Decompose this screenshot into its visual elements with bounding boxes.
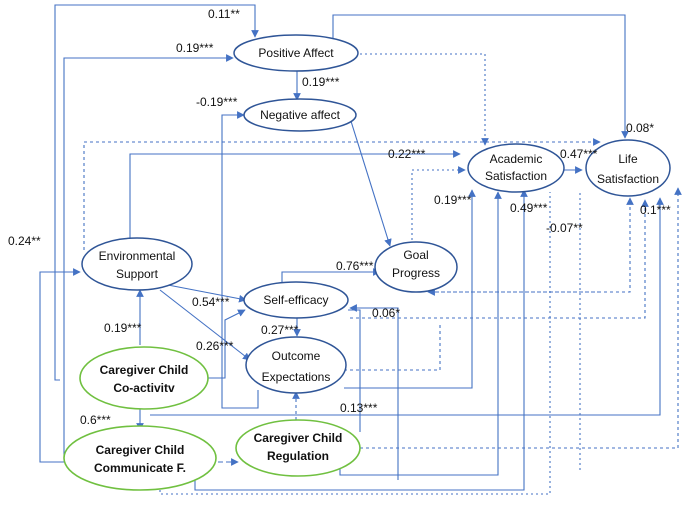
coef-label: 0.24** xyxy=(8,234,41,248)
caregiver-regulation-line1: Caregiver Child xyxy=(254,431,343,445)
coef-label: 0.26*** xyxy=(196,339,234,353)
coef-label: -0.19*** xyxy=(196,95,238,109)
path-selfefficacy-regulation xyxy=(348,309,361,432)
path-environment-academic xyxy=(129,150,461,240)
life-satisfaction-line2: Satisfaction xyxy=(597,172,659,186)
path-communicate-academic xyxy=(194,189,528,491)
paths xyxy=(39,4,682,495)
path-goal-academic xyxy=(411,166,466,245)
environmental-support-line1: Environmental xyxy=(99,249,176,263)
caregiver-coactivity-line2: Co-activitv xyxy=(113,381,175,395)
caregiver-communicate-line1: Caregiver Child xyxy=(96,443,185,457)
caregiver-regulation-line2: Regulation xyxy=(267,449,329,463)
path-environment-outcome xyxy=(159,289,251,361)
positive-affect-label: Positive Affect xyxy=(258,46,334,60)
path-negative-goal xyxy=(349,117,392,247)
academic-satisfaction-line2: Satisfaction xyxy=(485,169,547,183)
coef-label: 0.19*** xyxy=(434,193,472,207)
coef-label: 0.11** xyxy=(208,7,240,21)
path-environment-selfefficacy xyxy=(167,284,247,303)
node-positive-affect: Positive Affect xyxy=(233,34,359,72)
path-outcome-academic-dotted xyxy=(344,325,441,371)
goal-progress-line1: Goal xyxy=(403,248,428,262)
path-communicate-bottom-dotted xyxy=(159,192,551,495)
coef-label: 0.1*** xyxy=(640,203,671,217)
path-environment-life-dotted xyxy=(83,138,601,250)
coef-label: 0.22*** xyxy=(388,147,426,161)
node-caregiver-coactivity: Caregiver Child Co-activitv xyxy=(79,346,209,410)
caregiver-coactivity-line1: Caregiver Child xyxy=(100,363,189,377)
coef-label: 0.19*** xyxy=(176,41,214,55)
node-academic-satisfaction: Academic Satisfaction xyxy=(467,143,565,193)
node-caregiver-regulation: Caregiver Child Regulation xyxy=(235,419,361,477)
coef-label: 0.19*** xyxy=(104,321,142,335)
path-to-selfefficacy-right xyxy=(349,304,399,480)
path-outcome-negative xyxy=(221,111,259,409)
node-outcome-expectations: Outcome Expectations xyxy=(245,336,347,394)
path-positive-life xyxy=(332,14,629,139)
coef-label: 0.13*** xyxy=(340,401,378,415)
coef-label: 0.76*** xyxy=(336,259,374,273)
path-coactivity-positive-affect-top xyxy=(54,4,259,381)
outcome-expectations-line2: Expectations xyxy=(262,370,331,384)
coef-label: 0.08* xyxy=(626,121,654,135)
node-caregiver-communicate: Caregiver Child Communicate F. xyxy=(63,425,217,491)
self-efficacy-label: Self-efficacy xyxy=(263,293,328,307)
coef-label: 0.06* xyxy=(372,306,400,320)
node-negative-affect: Negative affect xyxy=(243,98,357,132)
path-communicate-environment xyxy=(39,268,81,463)
caregiver-communicate-line2: Communicate F. xyxy=(94,461,186,475)
coef-label: 0.6*** xyxy=(80,413,111,427)
node-environmental-support: Environmental Support xyxy=(81,237,193,291)
path-to-positive-affect-left xyxy=(63,54,234,460)
coef-label: 0.27*** xyxy=(261,323,299,337)
node-goal-progress: Goal Progress xyxy=(374,241,458,293)
path-regulation-life-dotted xyxy=(360,187,682,449)
path-outcome-academic xyxy=(344,189,476,389)
goal-progress-line2: Progress xyxy=(392,266,440,280)
environmental-support-line2: Support xyxy=(116,267,159,281)
coef-label: -0.07** xyxy=(546,221,583,235)
coef-label: 0.19*** xyxy=(302,75,340,89)
negative-affect-label: Negative affect xyxy=(260,108,340,122)
academic-satisfaction-line1: Academic xyxy=(490,152,543,166)
node-life-satisfaction: Life Satisfaction xyxy=(585,139,671,197)
outcome-expectations-line1: Outcome xyxy=(272,349,321,363)
coef-label: 0.49*** xyxy=(510,201,548,215)
coefficient-labels: 0.11** 0.19*** 0.19*** -0.19*** 0.08* 0.… xyxy=(8,7,671,427)
coef-label: 0.47*** xyxy=(560,147,598,161)
path-selfefficacy-life-dotted xyxy=(350,199,649,319)
path-regulation-academic xyxy=(339,191,502,476)
life-satisfaction-line1: Life xyxy=(618,152,638,166)
node-self-efficacy: Self-efficacy xyxy=(243,281,349,319)
path-selfefficacy-goal xyxy=(281,268,381,283)
path-coactivity-life xyxy=(150,197,664,416)
coef-label: 0.54*** xyxy=(192,295,230,309)
path-positive-academic xyxy=(360,53,489,146)
